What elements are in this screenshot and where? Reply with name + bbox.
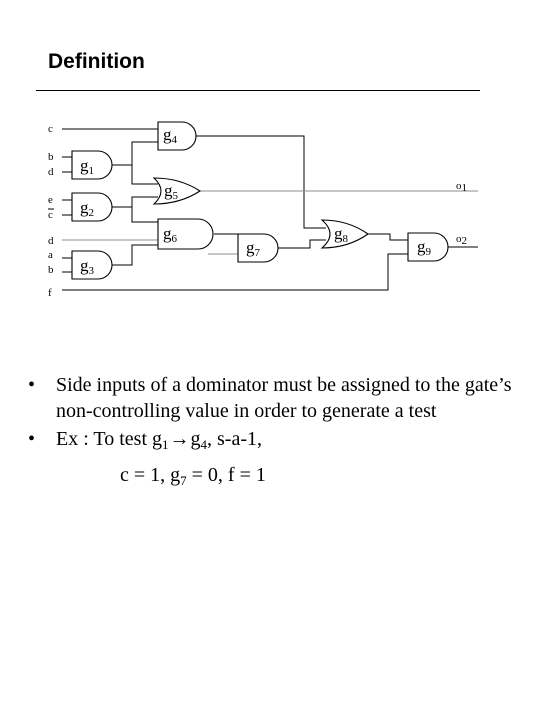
input-c: c (48, 123, 53, 135)
bullet-list: • Side inputs of a dominator must be ass… (28, 372, 518, 494)
gate-g2-and (71, 192, 113, 222)
title-underline (36, 90, 480, 91)
logic-circuit-diagram: g1 g2 g3 g4 g5 g6 g7 g8 g9 c b d e c d a… (48, 121, 478, 299)
gate-g6-and (157, 218, 214, 250)
arrow-icon: → (169, 428, 190, 450)
gate-g7-and (237, 233, 279, 263)
example-prefix: Ex : To test g (56, 428, 163, 450)
example-sub-4: 4 (200, 437, 208, 452)
gate-g3-label: g3 (80, 256, 95, 277)
gate-g5-label: g5 (164, 181, 179, 202)
example-conditions: c = 1, g7 = 0, f = 1 (28, 462, 518, 494)
wire-g2-g5 (112, 196, 158, 208)
wire-g8-g9 (368, 233, 408, 241)
example-sub-1: 1 (162, 437, 169, 452)
input-d2: d (48, 235, 54, 247)
slide-title: Definition (48, 50, 145, 73)
gate-g7-label: g7 (246, 238, 261, 259)
wire-g1-g4 (112, 141, 158, 166)
bullet-text-definition: Side inputs of a dominator must be assig… (56, 374, 512, 422)
gate-g4-label: g4 (163, 125, 178, 146)
input-b2: b (48, 264, 54, 276)
wire-f-g9 (62, 253, 408, 291)
gate-g6-label: g6 (163, 224, 178, 245)
input-a: a (48, 249, 53, 261)
input-labels: c b d e c d a b f (48, 123, 54, 299)
gate-g2-label: g2 (80, 198, 94, 219)
gate-g4-and (157, 121, 197, 151)
example-sub-7: 7 (180, 473, 187, 488)
example-conditions-b: = 0, f = 1 (186, 464, 266, 486)
wire-g2-g6 (131, 207, 158, 223)
gate-labels: g1 g2 g3 g4 g5 g6 g7 g8 g9 (80, 125, 432, 277)
circuit-wires (62, 128, 478, 291)
gate-g8-label: g8 (334, 224, 349, 245)
input-b: b (48, 151, 54, 163)
input-f: f (48, 287, 52, 299)
wire-g4-g8 (196, 135, 326, 229)
gate-g5-or (152, 177, 202, 205)
bullet-text-example: Ex : To test g1→g4, s-a-1, (56, 426, 518, 458)
output-labels: o1 o2 (456, 180, 467, 247)
wire-g1-g5 (131, 165, 158, 185)
input-e: e (48, 194, 53, 206)
output-o2: o2 (456, 233, 467, 247)
example-g: g (190, 428, 201, 450)
output-o1: o1 (456, 180, 467, 194)
bullet-item-definition: • Side inputs of a dominator must be ass… (28, 372, 518, 424)
example-suffix: , s-a-1, (207, 428, 262, 450)
bullet-marker: • (28, 374, 36, 396)
gate-g8-or (320, 219, 369, 249)
gate-g1-and (71, 150, 113, 180)
gate-g3-and (71, 250, 113, 280)
circuit-gray-wires (62, 190, 478, 255)
bullet-item-example: • Ex : To test g1→g4, s-a-1, (28, 426, 518, 458)
gate-g9-and (407, 232, 449, 262)
gate-g1-label: g1 (80, 156, 94, 177)
wire-g3-g6 (112, 244, 158, 266)
example-conditions-a: c = 1, g (120, 464, 181, 486)
circuit-gates (71, 121, 449, 280)
input-c-bar: c (48, 209, 53, 221)
gate-g9-label: g9 (417, 237, 432, 258)
bullet-marker: • (28, 428, 36, 450)
input-d: d (48, 166, 54, 178)
wire-g7-g8 (278, 239, 326, 249)
